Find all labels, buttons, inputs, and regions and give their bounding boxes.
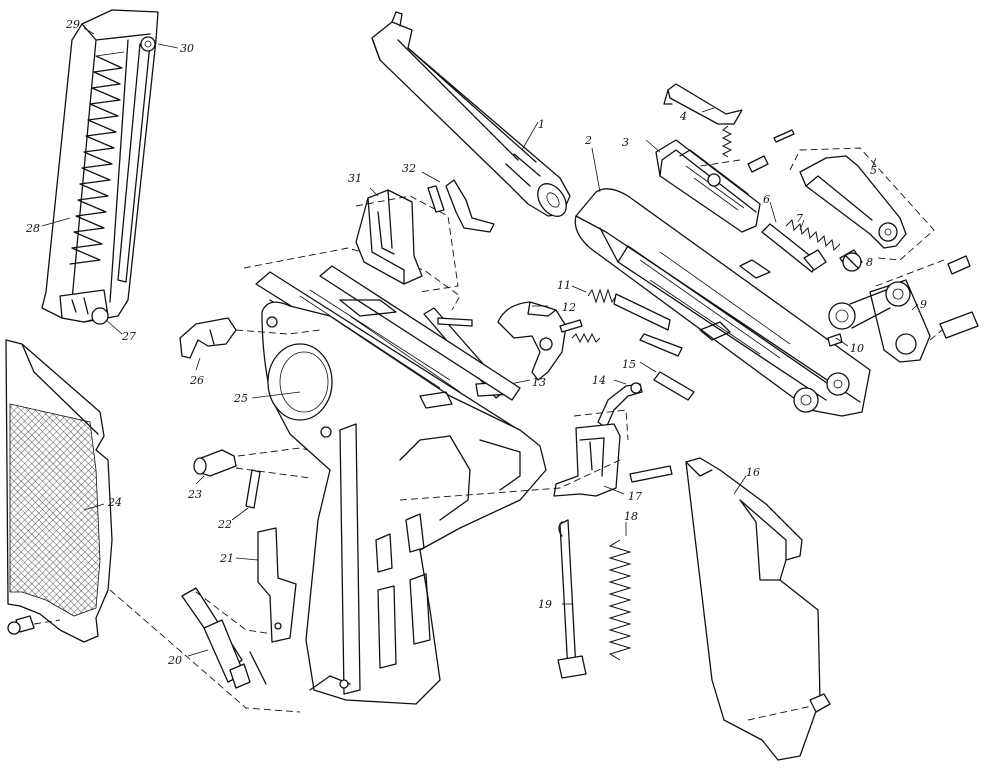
rear-pin-part [839,249,863,272]
left-grip-part [5,339,301,713]
label-p22: 22 [217,518,232,531]
label-p4: 4 [679,110,687,123]
label-p17: 17 [628,490,642,503]
toggle-link-part [789,147,935,261]
label-p15: 15 [622,358,636,371]
takedown-pin-part [193,447,351,485]
label-p6: 6 [763,193,770,206]
label-p8: 8 [866,256,873,269]
label-p25: 25 [233,392,248,405]
label-p3: 3 [622,136,629,149]
label-p13: 13 [532,376,546,389]
latch-part [421,171,495,233]
toggle-knob-part [828,259,953,363]
locking-plate-part [235,527,297,643]
label-p11: 11 [557,279,571,292]
mainspring-part [608,522,632,661]
label-p1: 1 [538,118,545,131]
part-labels: 1 2 3 4 5 6 7 8 9 10 11 12 13 14 15 16 1… [25,18,927,667]
label-p32: 32 [402,162,416,175]
trigger-part [497,301,601,381]
ejector-part [639,361,695,401]
label-p28: 28 [25,222,40,235]
right-grip-part [685,457,831,761]
safety-bar-part [179,317,321,371]
pin-rods [939,255,979,339]
barrel-part [371,11,571,217]
hold-open-part [553,409,673,497]
label-p10: 10 [850,342,864,355]
mainspring-guide-part [557,519,587,679]
firing-pin-part [761,201,827,273]
label-p21: 21 [219,552,234,565]
label-p24: 24 [107,496,122,509]
label-p27: 27 [121,330,136,343]
safety-lever-part [597,379,643,429]
label-p16: 16 [746,466,760,479]
label-p5: 5 [870,164,877,177]
label-p30: 30 [180,42,194,55]
side-plate-part [355,187,459,293]
label-p19: 19 [538,598,552,611]
receiver-part [574,147,871,417]
leaf-spring-part [231,469,261,521]
firing-spring-part [785,218,841,252]
magazine-part [41,9,179,335]
label-p23: 23 [187,488,202,501]
label-p18: 18 [624,510,638,523]
extractor-part [663,83,743,158]
frame-part [243,247,621,705]
label-p26: 26 [189,374,204,387]
breechblock-part [645,139,761,233]
coupling-part [571,285,683,357]
label-p29: 29 [65,18,80,31]
label-p31: 31 [348,172,362,185]
label-p9: 9 [920,298,927,311]
stop-part [827,333,849,347]
label-p14: 14 [592,374,606,387]
label-p12: 12 [562,301,576,314]
label-p7: 7 [796,212,803,225]
label-p2: 2 [584,134,592,147]
small-pins [699,129,795,173]
label-p20: 20 [167,654,182,667]
